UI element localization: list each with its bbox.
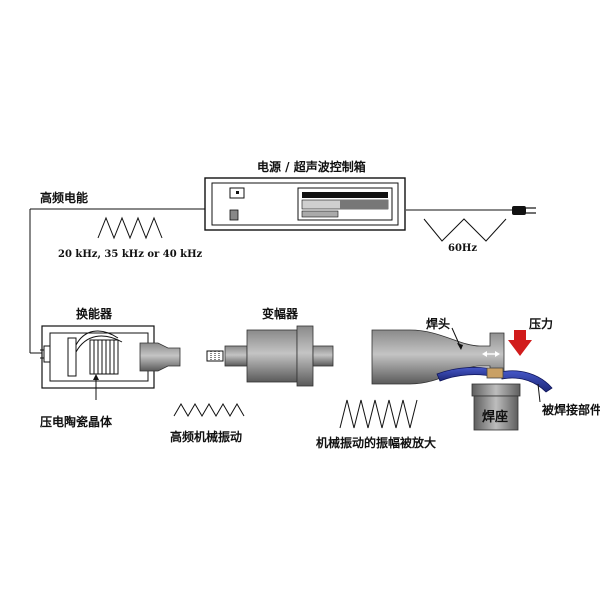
horn-label: 焊头 — [426, 317, 451, 331]
anvil — [471, 383, 521, 431]
booster-label: 变幅器 — [262, 307, 299, 321]
frequency-options-label: 20 kHz, 35 kHz or 40 kHz — [58, 249, 203, 260]
piezo-crystal-label: 压电陶瓷晶体 — [40, 415, 113, 429]
workpieces — [436, 366, 553, 393]
power-cable — [29, 208, 512, 354]
power-box-title: 电源 / 超声波控制箱 — [257, 160, 366, 174]
pressure-arrow-icon — [508, 330, 532, 356]
vibration-wave-icon — [173, 403, 245, 417]
amplified-vibration-label: 机械振动的振幅被放大 — [316, 436, 437, 450]
oscillation-arrow-icon — [482, 351, 500, 357]
weld-zone — [486, 367, 504, 379]
transducer-label: 换能器 — [76, 307, 113, 321]
mains-frequency-label: 60Hz — [448, 243, 478, 254]
booster — [224, 325, 334, 387]
amplified-wave-icon — [339, 399, 418, 429]
hf-wave-icon — [97, 216, 163, 240]
transducer — [40, 325, 181, 400]
hf-vibration-label: 高频机械振动 — [170, 430, 243, 444]
workpiece-label: 被焊接部件 — [542, 403, 600, 417]
hf-power-label: 高频电能 — [40, 191, 89, 205]
mains-wave-icon — [423, 218, 507, 242]
plug-icon — [512, 206, 536, 215]
switch-icon — [229, 209, 239, 221]
power-control-box — [204, 177, 406, 231]
coupling-stud — [206, 350, 224, 362]
pressure-label: 压力 — [529, 317, 554, 331]
anvil-label: 焊座 — [482, 410, 509, 425]
piezo-crystal-stack — [89, 339, 119, 375]
workpiece-pointer — [537, 383, 541, 403]
